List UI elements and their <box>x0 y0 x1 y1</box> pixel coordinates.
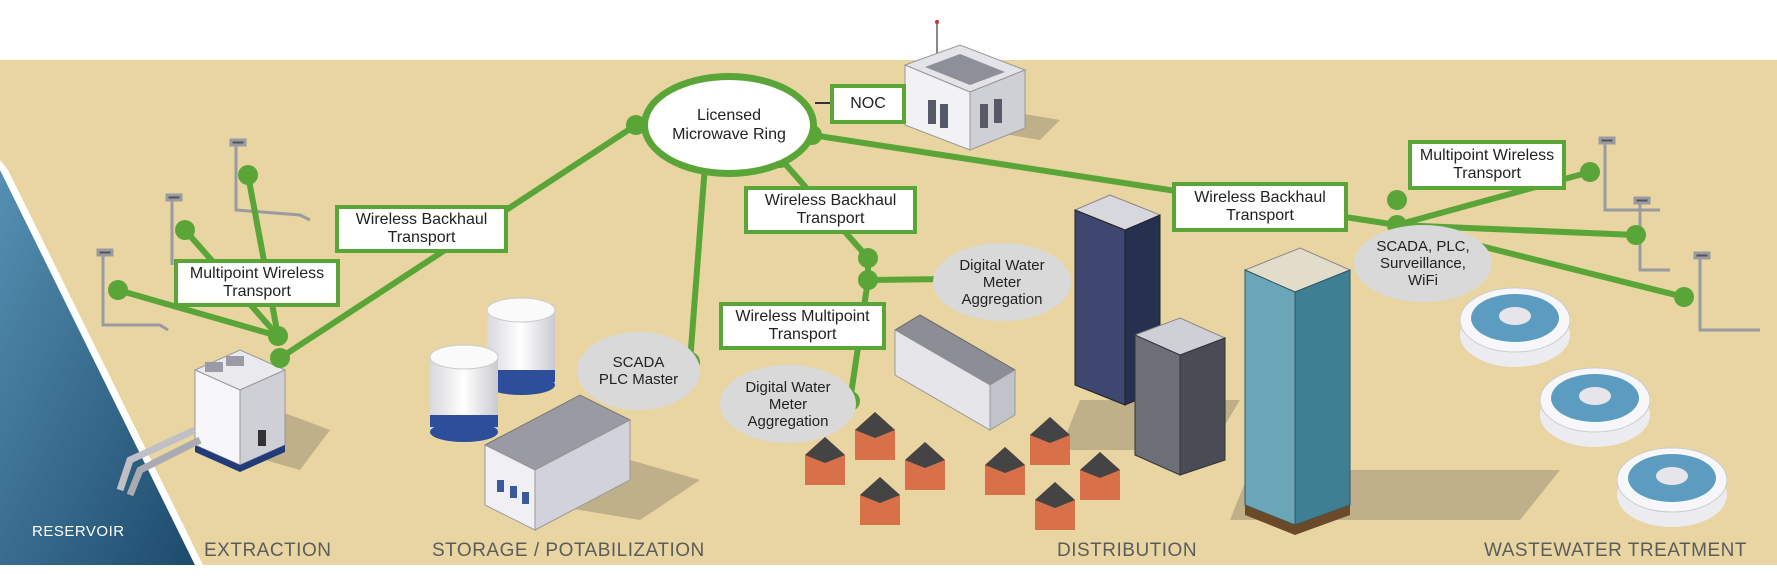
digital-water-meter-upper-bubble: Digital Water Meter Aggregation <box>933 243 1071 321</box>
digital-water-meter-lower-bubble: Digital Water Meter Aggregation <box>720 365 856 443</box>
distribution-label: DISTRIBUTION <box>1057 540 1198 561</box>
bubble-line: Meter <box>982 273 1022 291</box>
backhaul-right-label: Wireless Backhaul Transport <box>1172 182 1348 232</box>
reservoir-label: RESERVOIR <box>32 523 125 540</box>
noc-label: NOC <box>830 84 906 124</box>
label-line: Transport <box>1226 207 1294 224</box>
scada-wifi-bubble: SCADA, PLC, Surveillance, WiFi <box>1354 225 1492 302</box>
node <box>858 248 878 268</box>
ring-line1: Licensed <box>696 107 762 124</box>
storage-label: STORAGE / POTABILIZATION <box>432 540 705 561</box>
label-line: Multipoint Wireless <box>1419 147 1555 164</box>
label-line: Multipoint Wireless <box>189 265 325 282</box>
node <box>175 220 195 240</box>
noc-text: NOC <box>850 95 886 112</box>
teal-tower <box>1243 247 1352 535</box>
wastewater-tanks <box>1459 287 1728 527</box>
wastewater-label: WASTEWATER TREATMENT <box>1484 540 1747 561</box>
node <box>858 270 878 290</box>
multipoint-left-label: Multipoint Wireless Transport <box>174 259 340 307</box>
node <box>108 280 128 300</box>
node <box>238 165 258 185</box>
label-line: Wireless Backhaul <box>764 192 897 209</box>
backhaul-left-label: Wireless Backhaul Transport <box>335 205 508 253</box>
label-line: Transport <box>387 229 456 246</box>
ring-line2: Microwave Ring <box>672 126 786 143</box>
wireless-multipoint-label: Wireless Multipoint Transport <box>719 302 886 350</box>
light-poles-left <box>96 138 311 332</box>
grey-tower <box>1133 317 1227 476</box>
pump-house <box>116 349 287 497</box>
noc-building <box>903 20 1027 151</box>
bubble-line: SCADA, PLC, <box>1376 238 1470 255</box>
multipoint-right-label: Multipoint Wireless Transport <box>1408 140 1566 190</box>
bubble-line: Surveillance, <box>1380 255 1466 272</box>
light-poles-right <box>1598 136 1760 332</box>
storage-tanks <box>429 297 556 442</box>
extraction-label: EXTRACTION <box>204 540 332 561</box>
label-line: Transport <box>223 283 291 300</box>
bubble-line: Aggregation <box>747 412 829 430</box>
node <box>268 326 288 346</box>
label-line: Transport <box>768 326 837 343</box>
label-line: Transport <box>1453 165 1521 182</box>
microwave-ring: Licensed Microwave Ring <box>641 73 817 177</box>
warehouse <box>483 394 632 531</box>
node <box>1580 162 1600 182</box>
label-line: Transport <box>796 210 865 227</box>
label-line: Wireless Backhaul <box>1194 189 1326 206</box>
node <box>1674 287 1694 307</box>
node <box>270 348 290 368</box>
label-line: Wireless Backhaul <box>355 211 488 228</box>
houses <box>805 412 1120 530</box>
node <box>1387 190 1407 210</box>
bubble-line: PLC Master <box>598 371 679 388</box>
node <box>1626 225 1646 245</box>
backhaul-center-label: Wireless Backhaul Transport <box>744 186 917 234</box>
bubble-line: SCADA <box>612 354 665 371</box>
bubble-line: Meter <box>768 395 808 413</box>
scada-plc-master-bubble: SCADA PLC Master <box>577 332 700 410</box>
bubble-line: WiFi <box>1408 272 1438 289</box>
townhouses <box>894 314 1016 431</box>
bubble-line: Aggregation <box>961 290 1043 308</box>
bubble-line: Digital Water <box>745 378 831 396</box>
bubble-line: Digital Water <box>959 256 1045 274</box>
label-line: Wireless Multipoint <box>735 308 870 325</box>
